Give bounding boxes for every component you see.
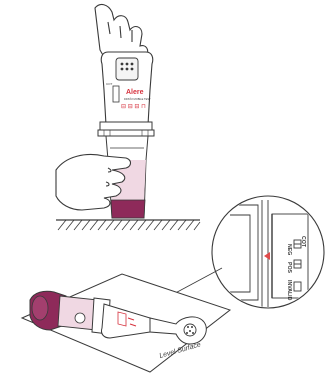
device-result-symbols: ⊟ ⊟ ⊟ ⊓	[121, 104, 146, 110]
device-brand: Alere	[126, 89, 144, 96]
label-neg: NEG	[286, 244, 292, 255]
label-pos: POS	[286, 262, 292, 273]
label-invalid: INVALID	[286, 280, 292, 301]
result-window-boxes	[294, 240, 301, 291]
test-device: Alere DDS®2 MOBILE TEST COT ⊟ ⊟ ⊟ ⊓	[98, 52, 154, 136]
detail-magnifier: COT NEG POS INVALID	[212, 196, 324, 310]
device-model: DDS®2 MOBILE TEST	[124, 97, 151, 101]
ground-surface	[56, 220, 200, 230]
device-side-label: COT	[106, 82, 113, 86]
